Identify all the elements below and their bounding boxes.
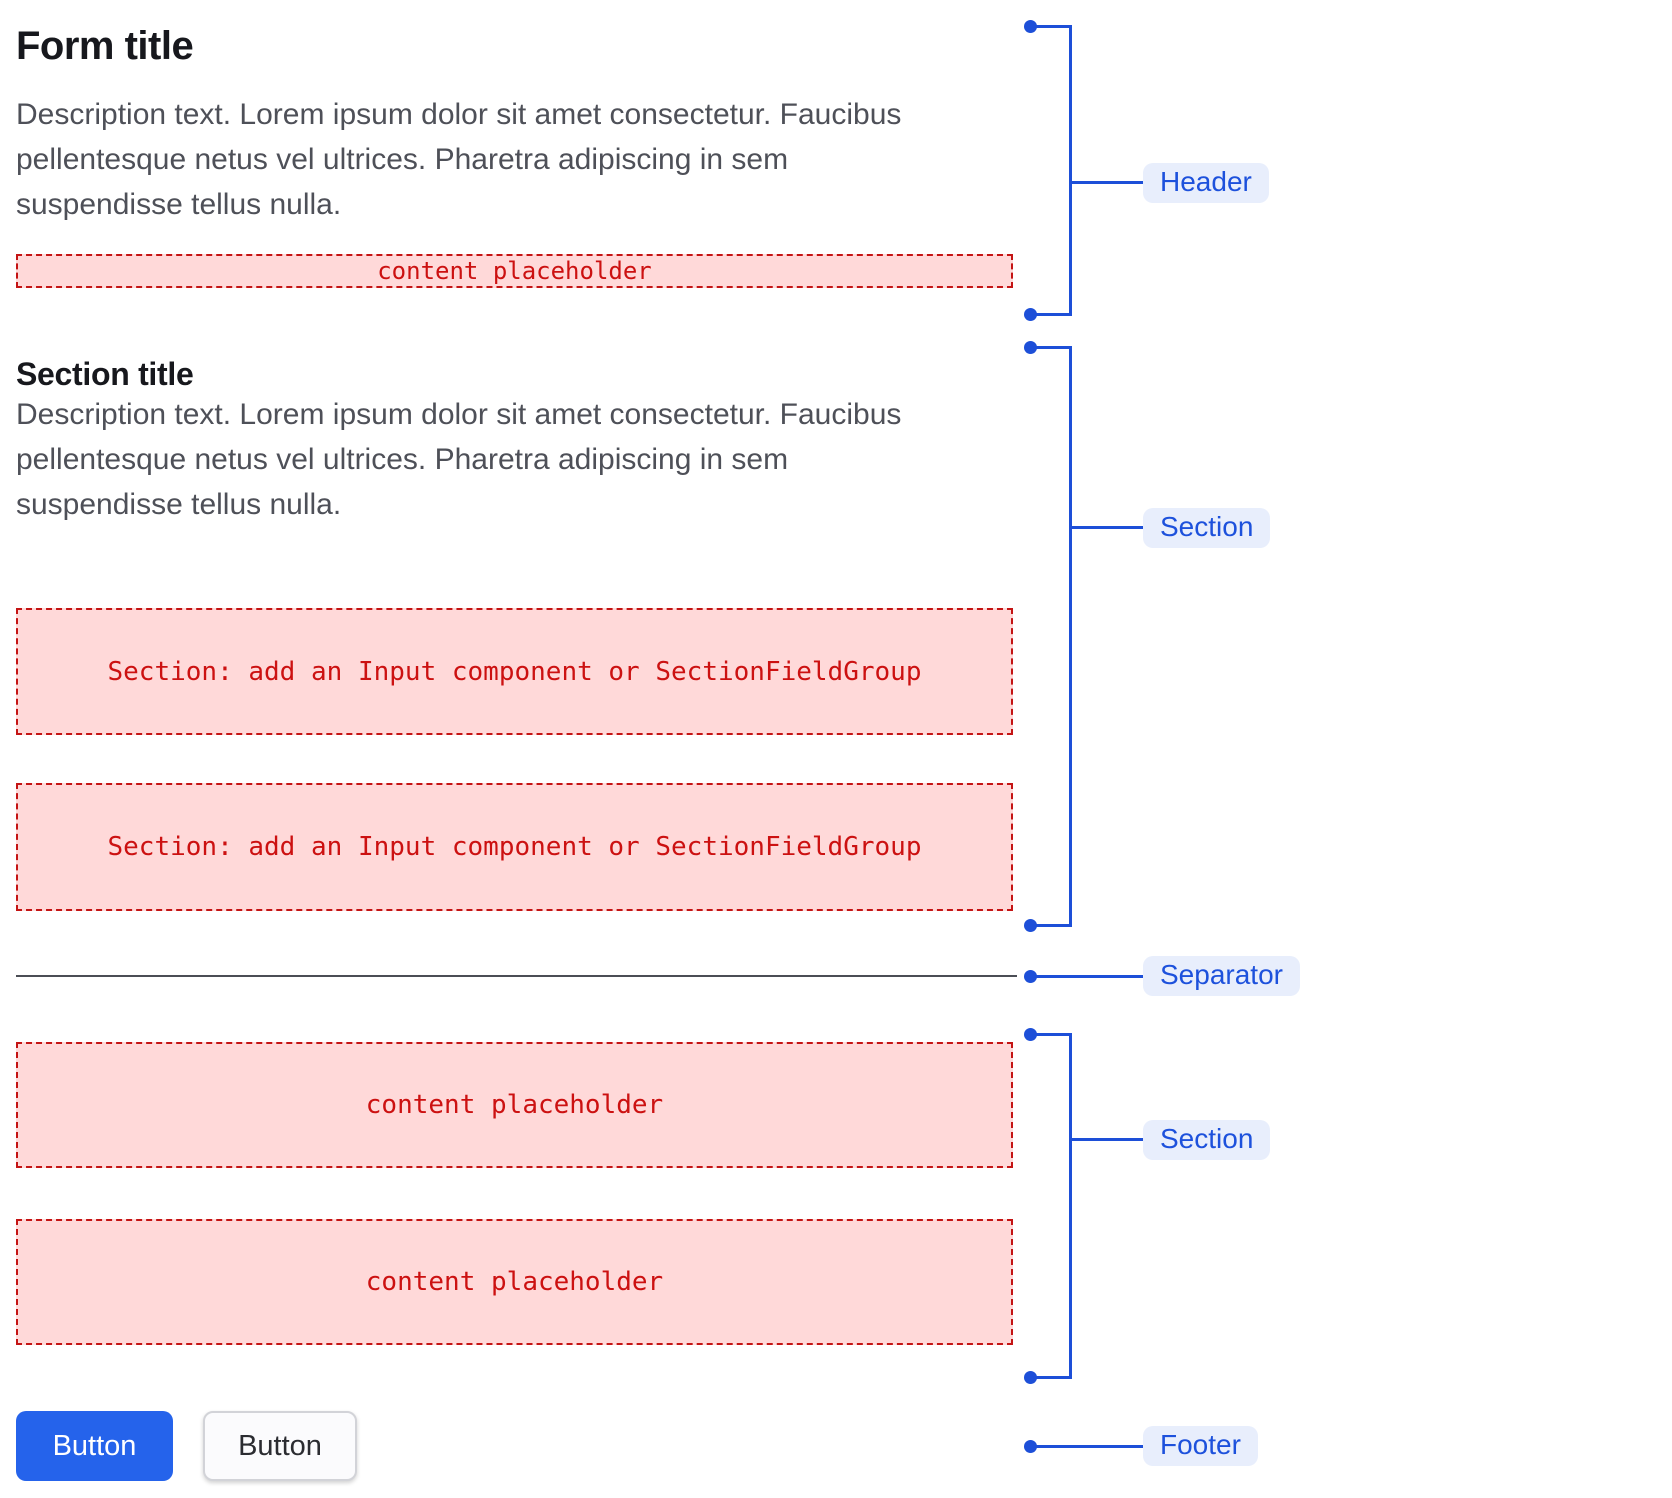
annotation-section2-connector: [1071, 1138, 1143, 1141]
annotation-section1-top-dot: [1024, 341, 1037, 354]
form-description: Description text. Lorem ipsum dolor sit …: [16, 98, 902, 221]
annotation-section1-top-stub: [1034, 346, 1072, 349]
annotation-section2-bottom-dot: [1024, 1371, 1037, 1384]
annotation-section2-label: Section: [1143, 1120, 1271, 1160]
annotation-header-bracket-line: [1069, 26, 1072, 315]
section2-content-placeholder-2-text: content placeholder: [365, 1267, 664, 1297]
annotation-header-label: Header: [1143, 163, 1269, 203]
annotation-header-top-dot: [1024, 20, 1037, 33]
secondary-button[interactable]: Button: [203, 1411, 357, 1481]
section2-content-placeholder-2: content placeholder: [16, 1219, 1013, 1345]
annotation-section1-connector: [1071, 526, 1143, 529]
section-description: Description text. Lorem ipsum dolor sit …: [16, 398, 902, 521]
annotation-separator-connector: [1034, 975, 1143, 978]
annotation-section1-bottom-stub: [1034, 924, 1072, 927]
secondary-button-label: Button: [238, 1429, 322, 1462]
annotation-section1-bottom-dot: [1024, 919, 1037, 932]
annotation-separator-dot: [1024, 970, 1037, 983]
annotation-section2-bottom-stub: [1034, 1376, 1072, 1379]
annotation-header-bottom-dot: [1024, 308, 1037, 321]
annotation-footer-connector: [1034, 1445, 1143, 1448]
annotation-section1-label: Section: [1143, 508, 1271, 548]
annotation-footer-dot: [1024, 1440, 1037, 1453]
annotation-header-top-stub: [1034, 25, 1072, 28]
annotation-header-connector: [1071, 181, 1143, 184]
annotation-section2-bracket-line: [1069, 1034, 1072, 1378]
section-input-slot-1: Section: add an Input component or Secti…: [16, 608, 1013, 735]
annotation-section2-top-dot: [1024, 1028, 1037, 1041]
header-content-placeholder-text: content placeholder: [377, 257, 652, 285]
section-input-slot-2-text: Section: add an Input component or Secti…: [107, 832, 922, 862]
annotation-section2-top-stub: [1034, 1033, 1072, 1036]
annotation-header-bottom-stub: [1034, 313, 1072, 316]
section-input-slot-2: Section: add an Input component or Secti…: [16, 783, 1013, 911]
annotation-footer-label: Footer: [1143, 1426, 1258, 1466]
section2-content-placeholder-1: content placeholder: [16, 1042, 1013, 1168]
annotation-section1-bracket-line: [1069, 347, 1072, 926]
primary-button[interactable]: Button: [16, 1411, 173, 1481]
section-title: Section title: [16, 356, 194, 392]
section-input-slot-1-text: Section: add an Input component or Secti…: [107, 656, 922, 687]
section2-content-placeholder-1-text: content placeholder: [365, 1090, 664, 1120]
separator-line: [16, 975, 1017, 977]
header-content-placeholder: content placeholder: [16, 254, 1013, 288]
annotation-separator-label: Separator: [1143, 956, 1300, 996]
primary-button-label: Button: [52, 1429, 137, 1462]
form-title: Form title: [16, 24, 194, 68]
